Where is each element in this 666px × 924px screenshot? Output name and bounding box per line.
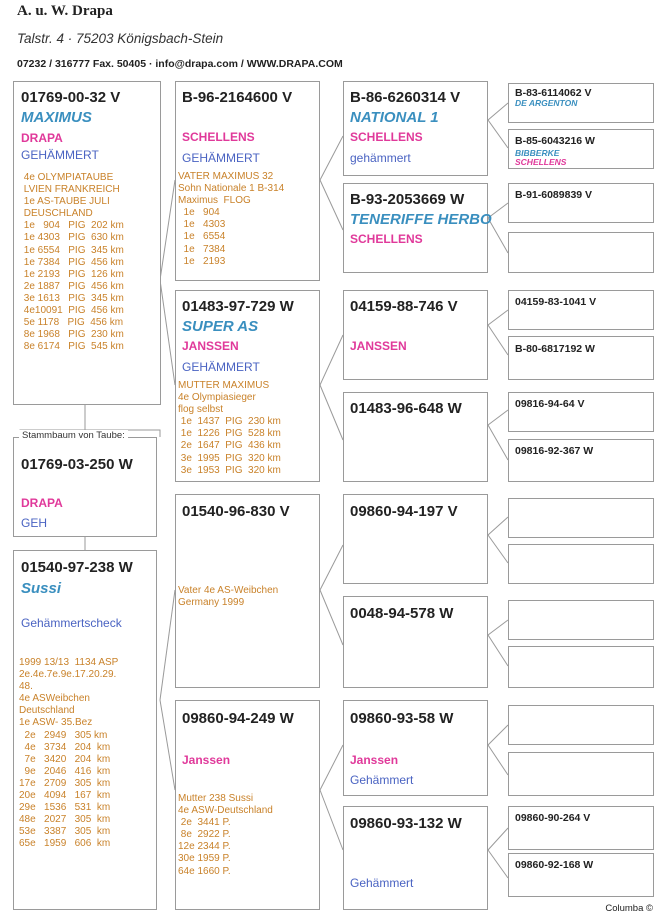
gen3-card-7: 09860-93-58 W Janssen Gehämmert <box>343 700 488 796</box>
dam-sire-ring: 01540-96-830 V <box>182 503 290 520</box>
sire-sire-ring: B-96-2164600 V <box>182 89 293 106</box>
gen4-card-3: B-91-6089839 V <box>508 183 654 223</box>
gen3-breeder: SCHELLENS <box>350 232 423 246</box>
gen3-color: Gehämmert <box>350 773 414 787</box>
breeder-name: A. u. W. Drapa <box>17 3 113 19</box>
sire-dam-name: SUPER AS <box>182 318 259 335</box>
gen4-card-11 <box>508 600 654 640</box>
sire-sire-card: B-96-2164600 V SCHELLENS GEHÄMMERT VATER… <box>175 81 320 281</box>
gen3-ring: 04159-88-746 V <box>350 298 458 315</box>
gen4-ring: 09860-92-168 W <box>515 859 594 871</box>
gen4-card-8: 09816-92-367 W <box>508 439 654 482</box>
gen4-card-12 <box>508 646 654 688</box>
dam-performance: 1999 13/13 1134 ASP 2e.4e.7e.9e.17.20.29… <box>19 657 119 850</box>
gen4-ring: 09860-90-264 V <box>515 812 591 824</box>
subject-card: 01769-03-250 W DRAPA GEH <box>13 437 157 537</box>
gen3-color: Gehämmert <box>350 876 414 890</box>
gen4-card-4 <box>508 232 654 273</box>
gen4-card-6: B-80-6817192 W <box>508 336 654 380</box>
gen4-breeder: SCHELLENS <box>515 157 567 167</box>
gen3-card-4: 01483-96-648 W <box>343 392 488 482</box>
gen4-card-15: 09860-90-264 V <box>508 806 654 850</box>
gen3-name: TENERIFFE HERBO <box>350 211 492 228</box>
gen4-card-2: B-85-6043216 W BIBBERKE SCHELLENS <box>508 129 654 169</box>
gen4-ring: B-80-6817192 W <box>515 343 595 355</box>
gen3-ring: 01483-96-648 W <box>350 400 462 417</box>
gen4-name: DE ARGENTON <box>515 98 578 108</box>
gen3-ring: 09860-93-132 W <box>350 815 462 832</box>
sire-dam-card: 01483-97-729 W SUPER AS JANSSEN GEHÄMMER… <box>175 290 320 482</box>
gen4-card-9 <box>508 498 654 538</box>
gen3-card-2: B-93-2053669 W TENERIFFE HERBO SCHELLENS <box>343 183 492 273</box>
dam-color: Gehämmertscheck <box>21 616 122 630</box>
gen4-ring: B-83-6114062 V <box>515 87 592 99</box>
footer-credit: Columba © <box>605 903 653 914</box>
sire-sire-breeder: SCHELLENS <box>182 130 255 144</box>
gen3-ring: B-93-2053669 W <box>350 191 465 208</box>
sire-dam-performance: MUTTER MAXIMUS 4e Olympiasieger flog sel… <box>178 380 281 476</box>
sire-dam-breeder: JANSSEN <box>182 339 239 353</box>
gen3-card-3: 04159-88-746 V JANSSEN <box>343 290 488 380</box>
gen4-card-10 <box>508 544 654 584</box>
dam-ring: 01540-97-238 W <box>21 559 133 576</box>
sire-color: GEHÄMMERT <box>21 148 99 162</box>
dam-sire-card: 01540-96-830 V Vater 4e AS-Weibchen Germ… <box>175 494 320 688</box>
gen3-card-6: 0048-94-578 W <box>343 596 488 688</box>
gen4-name: BIBBERKE <box>515 148 560 158</box>
gen3-card-8: 09860-93-132 W Gehämmert <box>343 806 488 910</box>
gen3-name: NATIONAL 1 <box>350 109 439 126</box>
sire-breeder: DRAPA <box>21 131 63 145</box>
sire-card: 01769-00-32 V MAXIMUS DRAPA GEHÄMMERT 4e… <box>13 81 161 405</box>
gen3-card-5: 09860-94-197 V <box>343 494 488 584</box>
gen3-breeder: SCHELLENS <box>350 130 423 144</box>
gen4-card-14 <box>508 752 654 796</box>
gen4-ring: 09816-94-64 V <box>515 398 585 410</box>
sire-performance: 4e OLYMPIATAUBE LVIEN FRANKREICH 1e AS-T… <box>23 172 124 353</box>
gen3-ring: 09860-94-197 V <box>350 503 458 520</box>
dam-sire-performance: Vater 4e AS-Weibchen Germany 1999 <box>178 585 279 609</box>
gen3-ring: 09860-93-58 W <box>350 710 454 727</box>
gen4-card-7: 09816-94-64 V <box>508 392 654 432</box>
gen3-ring: 0048-94-578 W <box>350 605 454 622</box>
dam-dam-ring: 09860-94-249 W <box>182 710 294 727</box>
sire-sire-color: GEHÄMMERT <box>182 151 260 165</box>
dam-dam-breeder: Janssen <box>182 753 231 767</box>
breeder-contact: 07232 / 316777 Fax. 50405 · info@drapa.c… <box>17 58 343 70</box>
gen4-card-1: B-83-6114062 V DE ARGENTON <box>508 83 654 123</box>
dam-dam-card: 09860-94-249 W Janssen Mutter 238 Sussi … <box>175 700 320 910</box>
sire-name: MAXIMUS <box>21 109 92 126</box>
gen3-card-1: B-86-6260314 V NATIONAL 1 SCHELLENS gehä… <box>343 81 488 176</box>
subject-caption: Stammbaum von Taube: <box>19 430 128 441</box>
sire-dam-color: GEHÄMMERT <box>182 360 260 374</box>
sire-ring: 01769-00-32 V <box>21 89 121 106</box>
gen4-card-13 <box>508 705 654 745</box>
dam-name: Sussi <box>21 580 62 597</box>
gen4-card-16: 09860-92-168 W <box>508 853 654 897</box>
gen4-ring: 04159-83-1041 V <box>515 296 597 308</box>
dam-card: 01540-97-238 W Sussi Gehämmertscheck 199… <box>13 550 157 910</box>
gen3-breeder: Janssen <box>350 753 399 767</box>
breeder-address: Talstr. 4 · 75203 Königsbach-Stein <box>17 31 224 46</box>
gen3-ring: B-86-6260314 V <box>350 89 461 106</box>
gen4-ring: B-85-6043216 W <box>515 135 595 147</box>
gen4-card-5: 04159-83-1041 V <box>508 290 654 330</box>
subject-ring: 01769-03-250 W <box>21 456 133 473</box>
sire-sire-performance: VATER MAXIMUS 32 Sohn Nationale 1 B-314 … <box>178 171 285 267</box>
gen3-color: gehämmert <box>350 151 411 165</box>
sire-dam-ring: 01483-97-729 W <box>182 298 294 315</box>
dam-dam-performance: Mutter 238 Sussi 4e ASW-Deutschland 2e 3… <box>178 793 273 877</box>
gen4-ring: B-91-6089839 V <box>515 189 593 201</box>
subject-breeder: DRAPA <box>21 496 63 510</box>
subject-color: GEH <box>21 516 48 530</box>
gen3-breeder: JANSSEN <box>350 339 407 353</box>
gen4-ring: 09816-92-367 W <box>515 445 594 457</box>
